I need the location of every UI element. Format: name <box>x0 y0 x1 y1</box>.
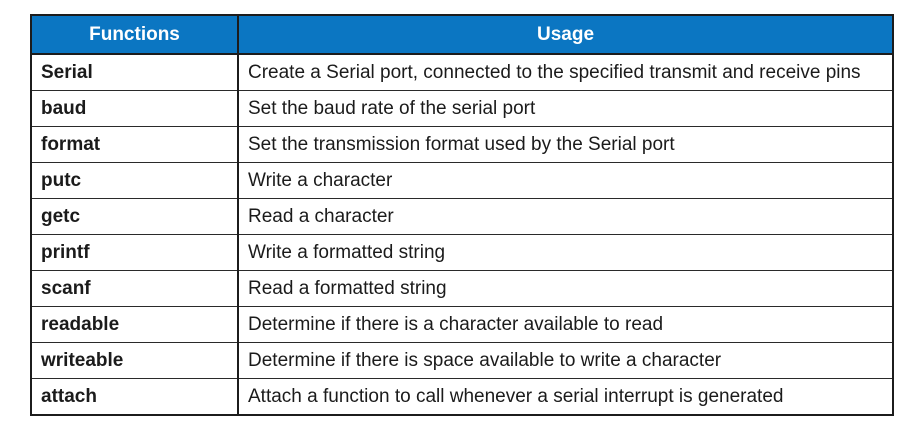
function-name-cell: readable <box>30 306 239 343</box>
usage-cell: Attach a function to call whenever a ser… <box>237 378 894 416</box>
usage-cell: Determine if there is space available to… <box>237 342 894 379</box>
function-name-cell: getc <box>30 198 239 235</box>
usage-cell: Read a character <box>237 198 894 235</box>
header-cell-functions: Functions <box>30 14 239 55</box>
usage-cell: Write a formatted string <box>237 234 894 271</box>
function-name-cell: printf <box>30 234 239 271</box>
function-name-cell: format <box>30 126 239 163</box>
function-name-cell: attach <box>30 378 239 416</box>
usage-cell: Read a formatted string <box>237 270 894 307</box>
function-name-cell: writeable <box>30 342 239 379</box>
header-cell-usage: Usage <box>237 14 894 55</box>
usage-cell: Set the baud rate of the serial port <box>237 90 894 127</box>
header-row: Functions Usage <box>30 14 894 55</box>
usage-cell: Write a character <box>237 162 894 199</box>
function-name-cell: baud <box>30 90 239 127</box>
usage-cell: Set the transmission format used by the … <box>237 126 894 163</box>
function-name-cell: Serial <box>30 53 239 91</box>
usage-cell: Determine if there is a character availa… <box>237 306 894 343</box>
function-name-cell: scanf <box>30 270 239 307</box>
function-name-cell: putc <box>30 162 239 199</box>
usage-cell: Create a Serial port, connected to the s… <box>237 53 894 91</box>
